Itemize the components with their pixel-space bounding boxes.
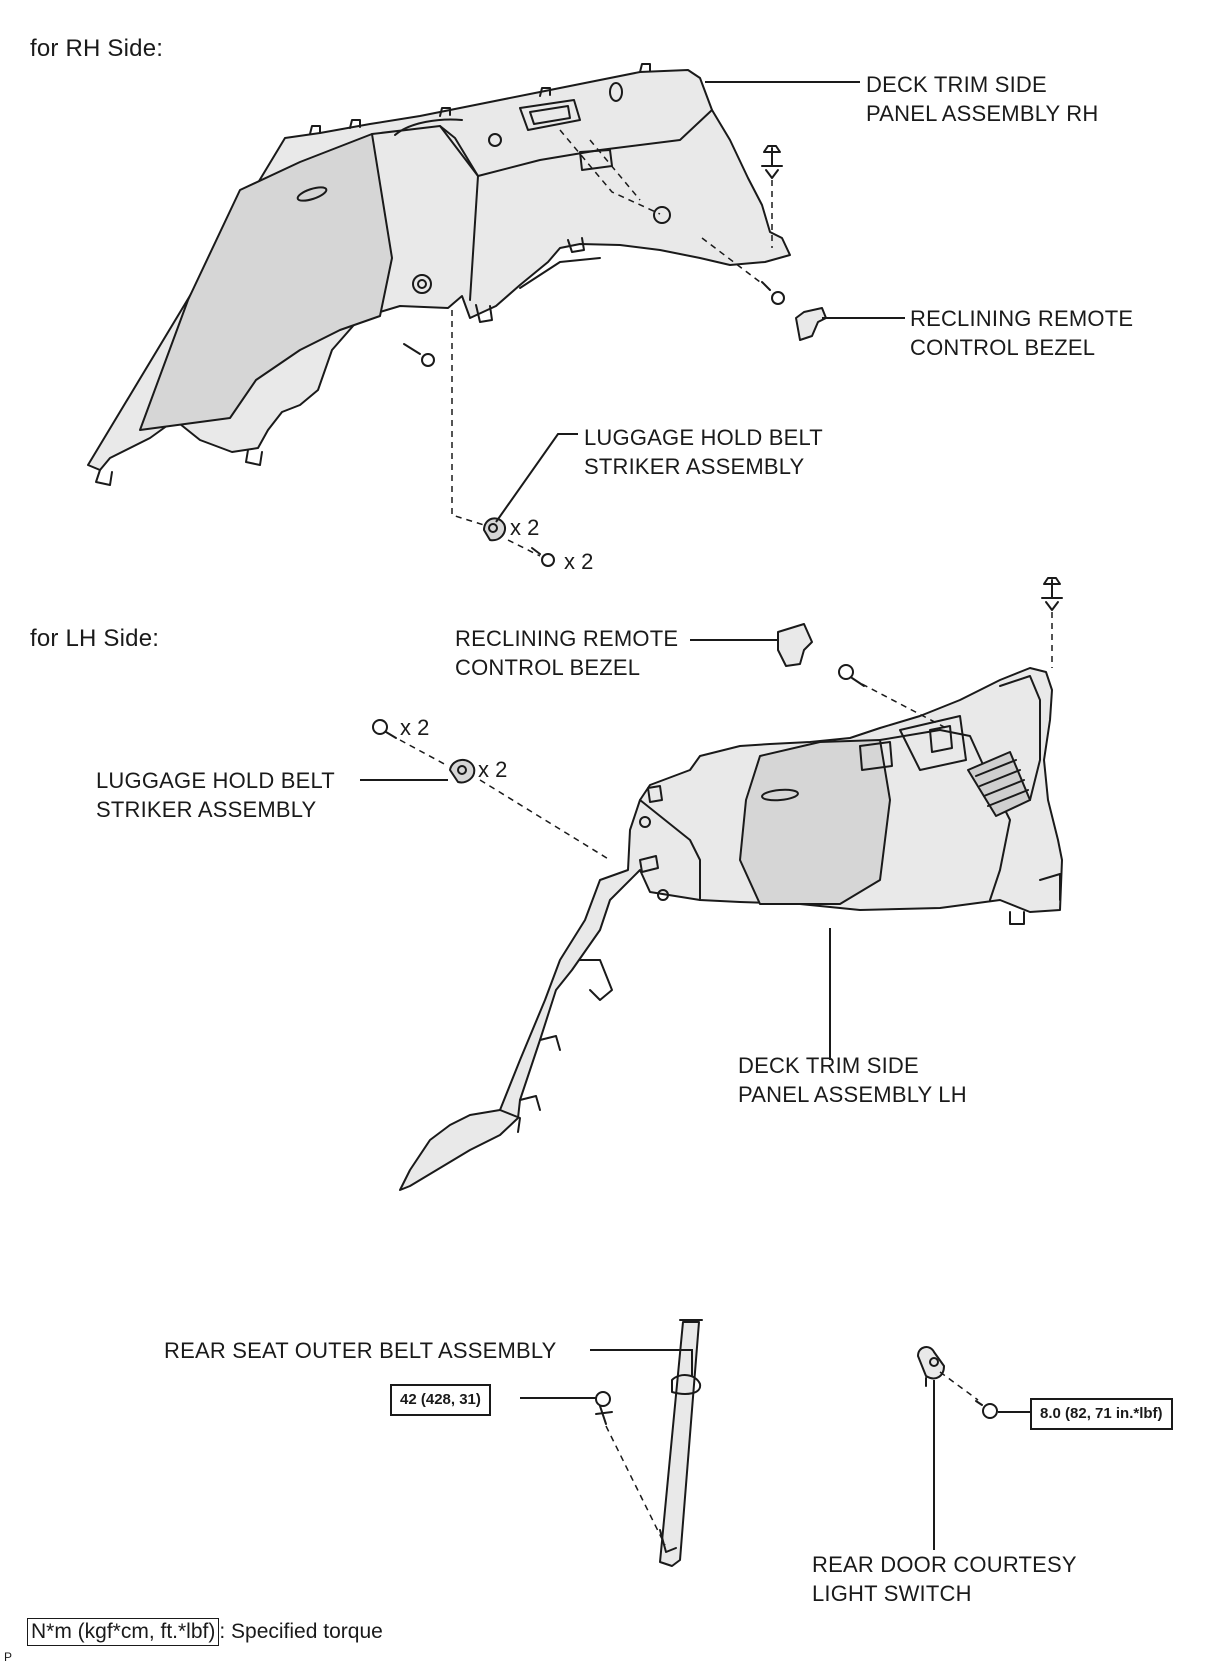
rh-bezel-part (795, 307, 827, 341)
rh-clip (761, 145, 783, 179)
lh-panel-label: DECK TRIM SIDE PANEL ASSEMBLY LH (738, 1053, 967, 1107)
belt-bolt (595, 1391, 613, 1425)
courtesy-switch-label: REAR DOOR COURTESY LIGHT SWITCH (812, 1552, 1077, 1606)
lh-bezel-label: RECLINING REMOTE CONTROL BEZEL (455, 626, 679, 680)
rh-bezel-label: RECLINING REMOTE CONTROL BEZEL (910, 306, 1134, 360)
lh-screw-qty: x 2 (400, 715, 430, 740)
rh-striker-qty: x 2 (510, 515, 540, 540)
lh-clip (1041, 577, 1063, 611)
rh-striker-label: LUGGAGE HOLD BELT STRIKER ASSEMBLY (584, 425, 823, 479)
rh-striker-part (483, 517, 506, 542)
lh-bezel-screw (838, 664, 865, 687)
rh-screw (761, 281, 785, 305)
rh-panel-label: DECK TRIM SIDE PANEL ASSEMBLY RH (866, 72, 1099, 126)
lh-striker-label: LUGGAGE HOLD BELT STRIKER ASSEMBLY (96, 768, 335, 822)
rh-section-heading: for RH Side: (30, 35, 164, 62)
legend-torque-box: N*m (kgf*cm, ft.*lbf) (27, 1618, 220, 1646)
lh-section-heading: for LH Side: (30, 625, 160, 652)
belt-torque-spec: 42 (428, 31) (390, 1384, 491, 1416)
rh-deck-trim-panel (87, 63, 791, 486)
switch-bolt (975, 1400, 998, 1419)
rh-screw-qty: x 2 (564, 549, 594, 574)
lh-deck-trim-panel (399, 667, 1063, 1191)
leader-lines (360, 81, 1030, 1550)
lh-striker-part (449, 759, 476, 784)
corner-mark: P (4, 1650, 13, 1664)
lh-bezel-part (777, 623, 813, 667)
rear-seat-outer-belt (659, 1319, 703, 1567)
switch-torque-spec: 8.0 (82, 71 in.*lbf) (1030, 1398, 1173, 1430)
assembly-guides (399, 129, 1053, 1546)
legend-torque-text: : Specified torque (219, 1620, 383, 1643)
rh-striker-screw (531, 547, 555, 567)
torque-legend: N*m (kgf*cm, ft.*lbf): Specified torque (27, 1617, 383, 1647)
rh-side-bolt (403, 343, 435, 367)
seat-belt-label: REAR SEAT OUTER BELT ASSEMBLY (164, 1338, 557, 1363)
courtesy-switch-part (917, 1346, 945, 1387)
lh-striker-qty: x 2 (478, 757, 508, 782)
lh-screw-part (372, 719, 397, 739)
